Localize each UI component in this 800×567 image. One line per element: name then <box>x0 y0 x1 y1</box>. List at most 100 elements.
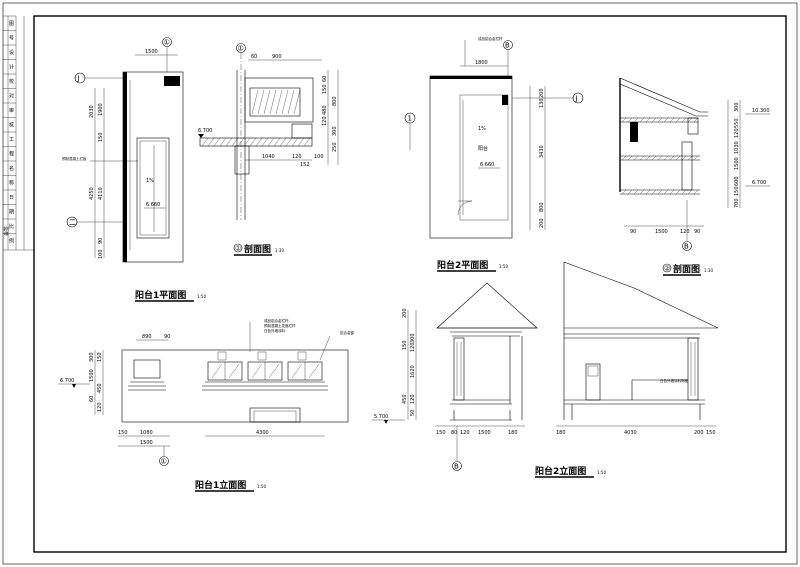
elev1-axis <box>159 456 169 466</box>
plan2-column <box>502 95 508 105</box>
elev1-note: 预制混凝土花瓶栏杆 <box>264 323 296 328</box>
elev1-scale: 1:50 <box>257 484 266 489</box>
plan1-dim-left-6: 90 <box>98 238 104 244</box>
plan1-dim-left-2: 1900 <box>98 103 104 116</box>
titleblock-mark: 例 <box>9 238 14 245</box>
elev1-door-head <box>249 407 301 423</box>
sec1-axis <box>236 43 246 53</box>
elev1-dim-top-2: 90 <box>164 334 170 340</box>
titleblock-mark: 工 <box>9 137 14 143</box>
titleblock-mark: 对 <box>9 93 14 100</box>
plan2-scale: 1:50 <box>499 264 508 269</box>
plan2-elevation: 6.660 <box>480 162 494 168</box>
sec1-dim-right-1: 60 <box>322 76 328 82</box>
plan2-dim-right-5: 200 <box>539 218 545 228</box>
plan1-axis-top-label: ① <box>164 39 170 47</box>
titleblock-mark: 校 <box>9 78 14 85</box>
plan1-dim-left-5: 4110 <box>98 187 104 200</box>
elev1-dim-left-5: 60 <box>89 396 95 402</box>
sec2-dim-bottom-2: 1500 <box>655 229 668 235</box>
sec1-window <box>249 87 301 117</box>
titleblock-mark: 比 <box>9 223 14 230</box>
sec1-dim-top-1: 60 <box>251 54 257 60</box>
sec1-dim-right-5: 120 <box>322 116 328 126</box>
sec1-elevation: 6.700 <box>198 128 212 134</box>
plan1-axis-top <box>162 37 172 47</box>
elev1-dim-left-6: 120 <box>97 402 103 412</box>
elev1-dim-left-1: 300 <box>89 352 95 362</box>
elev2-dim-br-3: 200 <box>694 430 704 436</box>
elev2-elevation: 5.700 <box>374 414 388 420</box>
titleblock-mark: 期 <box>9 210 14 216</box>
plan2-dim-right-1: 200 <box>539 88 545 98</box>
elev2-dim-left-6: 450 <box>402 394 408 404</box>
plan2-note: 成品铝合金栏杆 <box>478 36 503 41</box>
sec1-beam <box>291 123 313 139</box>
plan2-dim-top: 1800 <box>475 60 488 66</box>
sec2-axis <box>682 241 692 251</box>
elev2-dim-left-5: 1620 <box>410 365 416 378</box>
elev1-dim-left-2: 150 <box>97 352 103 362</box>
elev2-dim-bl-4: 1500 <box>478 430 491 436</box>
sec1-dim-bottom-4: 152 <box>300 162 310 168</box>
sec1-dim-right-6: 300 <box>332 126 338 136</box>
plan1-dim-left-7: 100 <box>98 249 104 259</box>
elev1-window-left <box>133 359 161 379</box>
plan2-axis-top-label: B <box>505 42 510 50</box>
sec1-title: 剖面图 <box>244 243 271 255</box>
elev2-dim-left-3: 300 <box>410 333 416 343</box>
plan2-slope: 1% <box>478 126 486 132</box>
side-label: 会签 <box>3 226 10 236</box>
elev2-dim-bl-5: 180 <box>508 430 518 436</box>
elev1-dim-top-1: 890 <box>142 334 152 340</box>
plan1-dim-left-1: 2030 <box>89 105 95 118</box>
elev1-dim-left-4: 450 <box>97 383 103 393</box>
sec1-axis-label: ① <box>238 45 244 53</box>
elev1-dim-left-3: 1500 <box>89 369 95 382</box>
plan1-column <box>164 76 180 86</box>
sec1-dim-bottom-3: 100 <box>314 154 324 160</box>
sec2-title-marker <box>662 263 672 273</box>
plan1-scale: 1:50 <box>197 294 206 299</box>
elev2-dim-left-4: 120 <box>410 342 416 352</box>
sec2-title-marker-label: ② <box>664 265 670 273</box>
sec2-elevation-bottom: 6.700 <box>752 180 766 186</box>
plan1-dim-left-3: 150 <box>98 132 104 142</box>
titleblock-mark: 日 <box>9 195 14 201</box>
sec1-dim-right-3: 480 <box>322 105 328 115</box>
sec1-dim-right-7: 250 <box>332 142 338 152</box>
plan1-dim-top: 1500 <box>145 49 158 55</box>
plan2-title: 阳台2平面图 <box>437 259 488 271</box>
plan1-outline <box>122 71 184 263</box>
sec2-title: 剖面图 <box>673 263 700 275</box>
elev2-dim-left-8: 50 <box>410 410 416 416</box>
plan1-wall-left <box>123 72 127 262</box>
elev2-dim-br-1: 180 <box>556 430 566 436</box>
elev1-note: 白色外墙涂料 <box>264 328 285 333</box>
elev1-wall <box>121 349 349 423</box>
sec2-dim-bottom-4: 90 <box>694 229 700 235</box>
elev2-title: 阳台2立面图 <box>535 465 586 477</box>
titleblock-mark: 计 <box>9 64 14 71</box>
sec2-dim-right-7: 150 <box>734 186 740 196</box>
sec1-wall-box <box>244 77 314 123</box>
section2-view: B 300 550 120 1030 1500 600 150 700 10.3… <box>619 77 770 276</box>
elev2-dim-left-1: 200 <box>402 308 408 318</box>
sec2-dim-right-4: 1030 <box>734 141 740 154</box>
elev2-front-roof <box>436 282 538 329</box>
elev2-dim-bl-3: 120 <box>460 430 470 436</box>
plan1-axis-left <box>74 72 86 84</box>
sec1-slab <box>199 137 313 147</box>
sec2-dim-right-6: 600 <box>734 176 740 186</box>
balcony1-plan-view: ① 1500 J 二 2030 1900 150 4250 4110 90 10… <box>62 37 206 302</box>
plan1-room <box>136 137 170 239</box>
elev1-dim-width: 4300 <box>256 430 269 436</box>
elev2-axis-label: B <box>454 463 459 471</box>
sec2-dim-right-8: 700 <box>734 198 740 208</box>
sec1-title-marker <box>233 243 243 253</box>
sec2-axis-label: B <box>684 243 689 251</box>
plan2-label: 阳台 <box>478 145 488 152</box>
sec2-elevation-top: 10.300 <box>752 108 770 114</box>
